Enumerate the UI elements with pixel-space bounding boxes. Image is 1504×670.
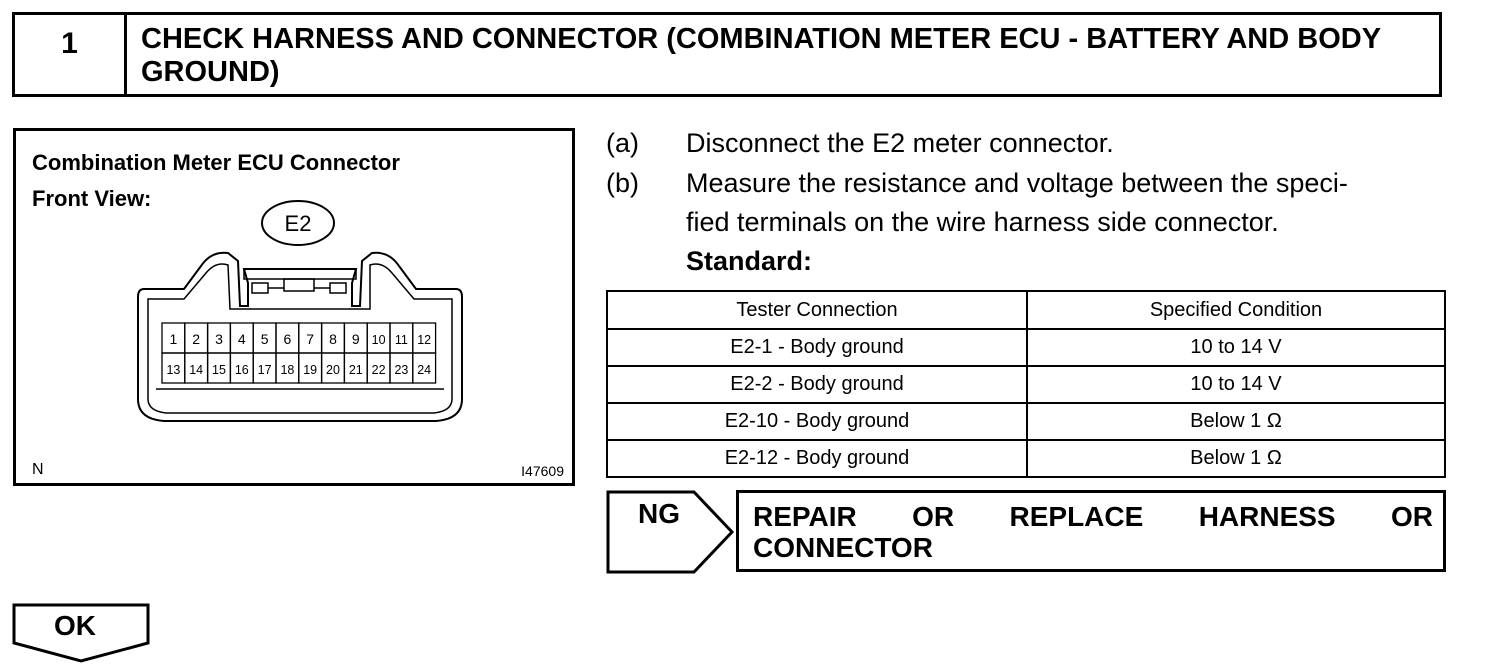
table-row: E2-10 - Body ground Below 1 Ω (606, 402, 1446, 441)
pin-label: 12 (417, 333, 431, 347)
illustration-title-line1: Combination Meter ECU Connector (32, 150, 400, 175)
step-number: 1 (15, 15, 127, 94)
pin-label: 16 (235, 363, 249, 377)
connector-label: E2 (285, 211, 312, 236)
pin-label: 5 (261, 331, 269, 347)
table-cell: E2-2 - Body ground (606, 365, 1028, 404)
pin-label: 3 (215, 331, 223, 347)
pin-label: 15 (212, 363, 226, 377)
pin-label: 17 (258, 363, 272, 377)
table-header-row: Tester Connection Specified Condition (606, 290, 1446, 330)
spec-table: Tester Connection Specified Condition E2… (606, 290, 1446, 478)
ng-word: HARNESS (1198, 501, 1336, 532)
table-header-cell: Specified Condition (1026, 290, 1446, 330)
table-header-cell: Tester Connection (606, 290, 1028, 330)
pin-label: 4 (238, 331, 246, 347)
table-cell: Below 1 Ω (1026, 402, 1446, 441)
pin-label: 20 (326, 363, 340, 377)
corner-label: N (32, 461, 44, 478)
connector-label-ellipse (261, 200, 335, 246)
ng-action-box: REPAIR OR REPLACE HARNESS OR CONNECTOR (736, 490, 1446, 572)
table-cell: E2-1 - Body ground (606, 328, 1028, 367)
table-cell: E2-12 - Body ground (606, 439, 1028, 478)
ng-word: OR (1391, 501, 1433, 532)
standard-label: Standard: (686, 246, 813, 276)
ok-label: OK (54, 610, 96, 641)
figure-id: I47609 (521, 463, 564, 479)
pin-label: 14 (189, 363, 203, 377)
pin-label: 19 (303, 363, 317, 377)
connector-illustration: Combination Meter ECU Connector Front Vi… (13, 128, 575, 486)
ok-arrow-icon (12, 603, 150, 663)
ng-word: OR (912, 501, 955, 532)
pin-label: 21 (349, 363, 363, 377)
pin-label: 8 (329, 331, 337, 347)
ng-word: REPLACE (1009, 501, 1144, 532)
step-a-label: (a) (606, 128, 639, 158)
connector-inner-outline (147, 263, 453, 414)
table-row: E2-2 - Body ground 10 to 14 V (606, 365, 1446, 404)
ng-label: NG (638, 498, 680, 529)
pin-label: 22 (372, 363, 386, 377)
pin-label: 9 (352, 331, 360, 347)
illustration-title: Combination Meter ECU Connector Front Vi… (32, 145, 400, 217)
step-b-text-line1: Measure the resistance and voltage betwe… (686, 168, 1348, 198)
table-cell: Below 1 Ω (1026, 439, 1446, 478)
pin-label: 13 (166, 363, 180, 377)
pin-label: 18 (280, 363, 294, 377)
table-cell: 10 to 14 V (1026, 328, 1446, 367)
pin-label: 10 (372, 333, 386, 347)
table-row: E2-1 - Body ground 10 to 14 V (606, 328, 1446, 367)
ng-line2: CONNECTOR (753, 532, 933, 563)
pin-label: 7 (306, 331, 314, 347)
pin-label: 24 (417, 363, 431, 377)
step-b-text-line2: fied terminals on the wire harness side … (686, 207, 1279, 237)
illustration-title-line2: Front View: (32, 186, 152, 211)
step-a-text: Disconnect the E2 meter connector. (686, 128, 1114, 158)
pin-label: 1 (170, 331, 178, 347)
table-cell: E2-10 - Body ground (606, 402, 1028, 441)
pin-label: 23 (394, 363, 408, 377)
pin-cell (412, 352, 437, 384)
ng-action-text: REPAIR OR REPLACE HARNESS OR CONNECTOR (753, 501, 1433, 563)
ng-word: REPAIR (753, 501, 857, 532)
table-row: E2-12 - Body ground Below 1 Ω (606, 439, 1446, 478)
pin-label: 11 (395, 333, 408, 347)
table-cell: 10 to 14 V (1026, 365, 1446, 404)
connector-outline (137, 251, 463, 422)
pin-label: 2 (192, 331, 200, 347)
step-title: CHECK HARNESS AND CONNECTOR (COMBINATION… (141, 23, 1381, 88)
pin-label: 6 (284, 331, 292, 347)
ng-arrow-icon (606, 490, 735, 574)
connector-lock-tab (243, 268, 357, 280)
step-header: 1 CHECK HARNESS AND CONNECTOR (COMBINATI… (12, 12, 1442, 97)
step-b-label: (b) (606, 168, 639, 198)
